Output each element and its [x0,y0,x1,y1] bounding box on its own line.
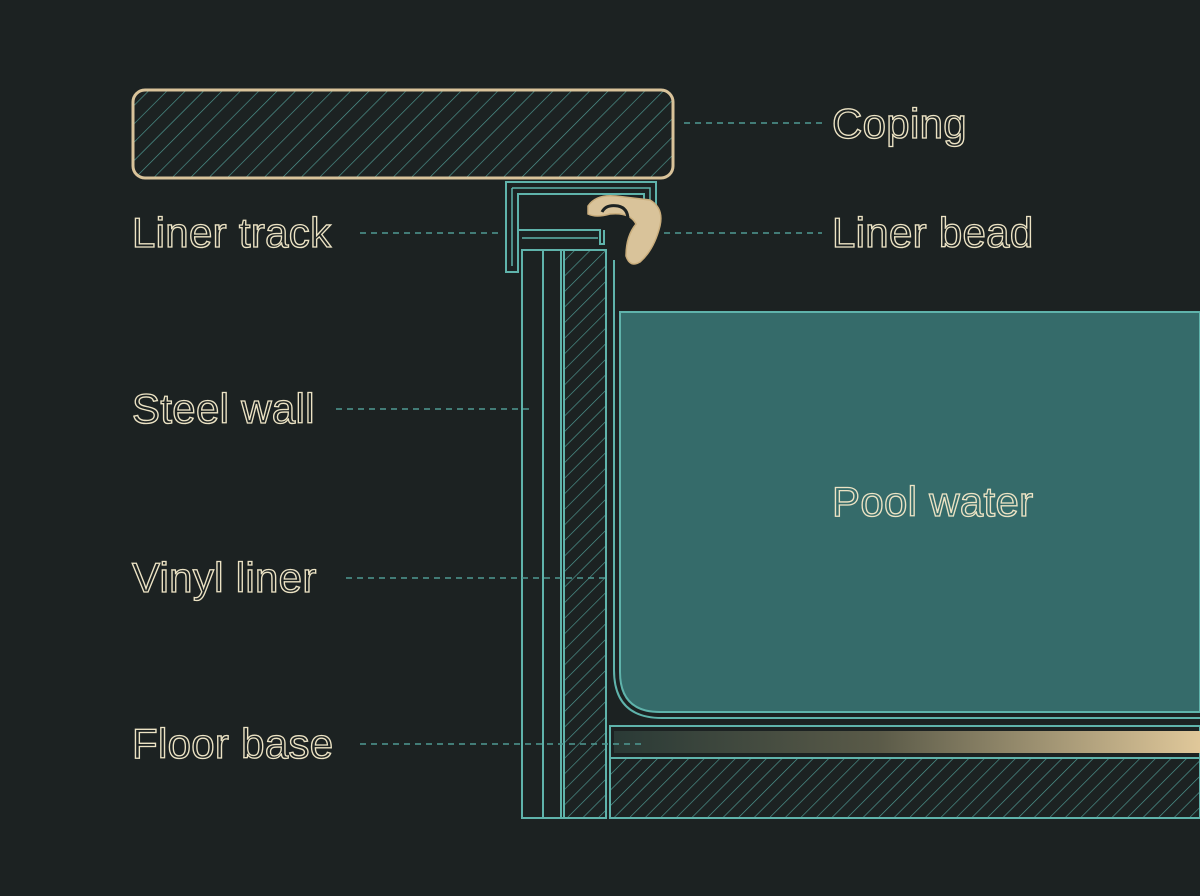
floor-base-label: Floor base [132,720,333,767]
liner-bead-hook [600,204,630,232]
liner-track [505,181,657,273]
liner-track-label: Liner track [132,209,332,256]
steel-wall-label: Steel wall [132,385,315,432]
coping-label: Coping [832,100,967,147]
coping-block [131,88,675,180]
steel-wall [521,249,607,819]
vinyl-liner [613,260,1200,719]
liner-bead-label: Liner bead [832,209,1034,256]
floor-base [609,725,1200,819]
pool-water-body [619,311,1200,713]
vinyl-liner-label: Vinyl liner [132,554,317,601]
liner-bead [587,194,662,265]
pool-water-label: Pool water [832,478,1033,525]
